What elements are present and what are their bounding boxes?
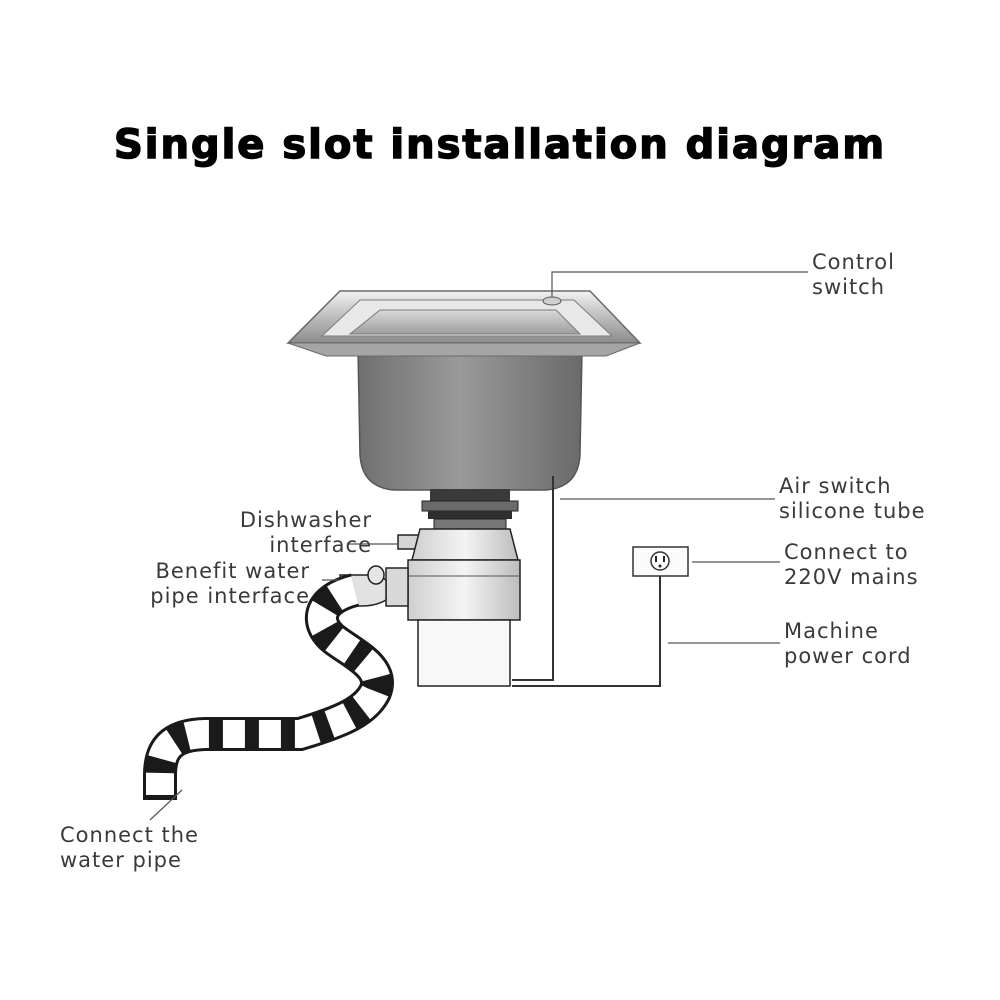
label-line: Benefit water: [155, 559, 310, 583]
sink-bowl: [357, 349, 583, 491]
label-water-pipe: Connect the water pipe: [60, 823, 199, 873]
label-control-switch: Control switch: [812, 250, 895, 300]
disposer-lower: [417, 619, 511, 687]
disposer-body: [407, 559, 521, 621]
label-benefit: Benefit water pipe interface: [110, 559, 310, 609]
wall-outlet: [632, 546, 689, 577]
leader-lines: [149, 271, 808, 821]
label-line: power cord: [784, 644, 912, 668]
label-line: pipe interface: [150, 584, 310, 608]
label-line: switch: [812, 275, 886, 299]
sink-rim: [286, 290, 642, 357]
label-line: silicone tube: [779, 499, 926, 523]
label-power-cord: Machine power cord: [784, 619, 912, 669]
air-switch-tube: [512, 476, 554, 681]
label-air-switch: Air switch silicone tube: [779, 474, 926, 524]
label-line: Connect to: [784, 540, 909, 564]
label-line: water pipe: [60, 848, 182, 872]
drain-hose: [143, 573, 394, 800]
diagram-title: Single slot installation diagram: [113, 121, 887, 169]
control-switch-button: [542, 296, 562, 306]
label-line: interface: [269, 533, 372, 557]
outlet-connector: [385, 567, 409, 607]
label-line: Connect the: [60, 823, 199, 847]
label-line: Dishwasher: [239, 508, 372, 532]
label-line: 220V mains: [784, 565, 919, 589]
machine-power-cord: [512, 575, 661, 687]
label-dishwasher: Dishwasher interface: [200, 508, 372, 558]
label-line: Control: [812, 250, 895, 274]
label-line: Machine: [784, 619, 879, 643]
disposer-top: [411, 528, 519, 561]
drain-flange: [421, 489, 519, 530]
label-line: Air switch: [779, 474, 892, 498]
label-mains: Connect to 220V mains: [784, 540, 919, 590]
